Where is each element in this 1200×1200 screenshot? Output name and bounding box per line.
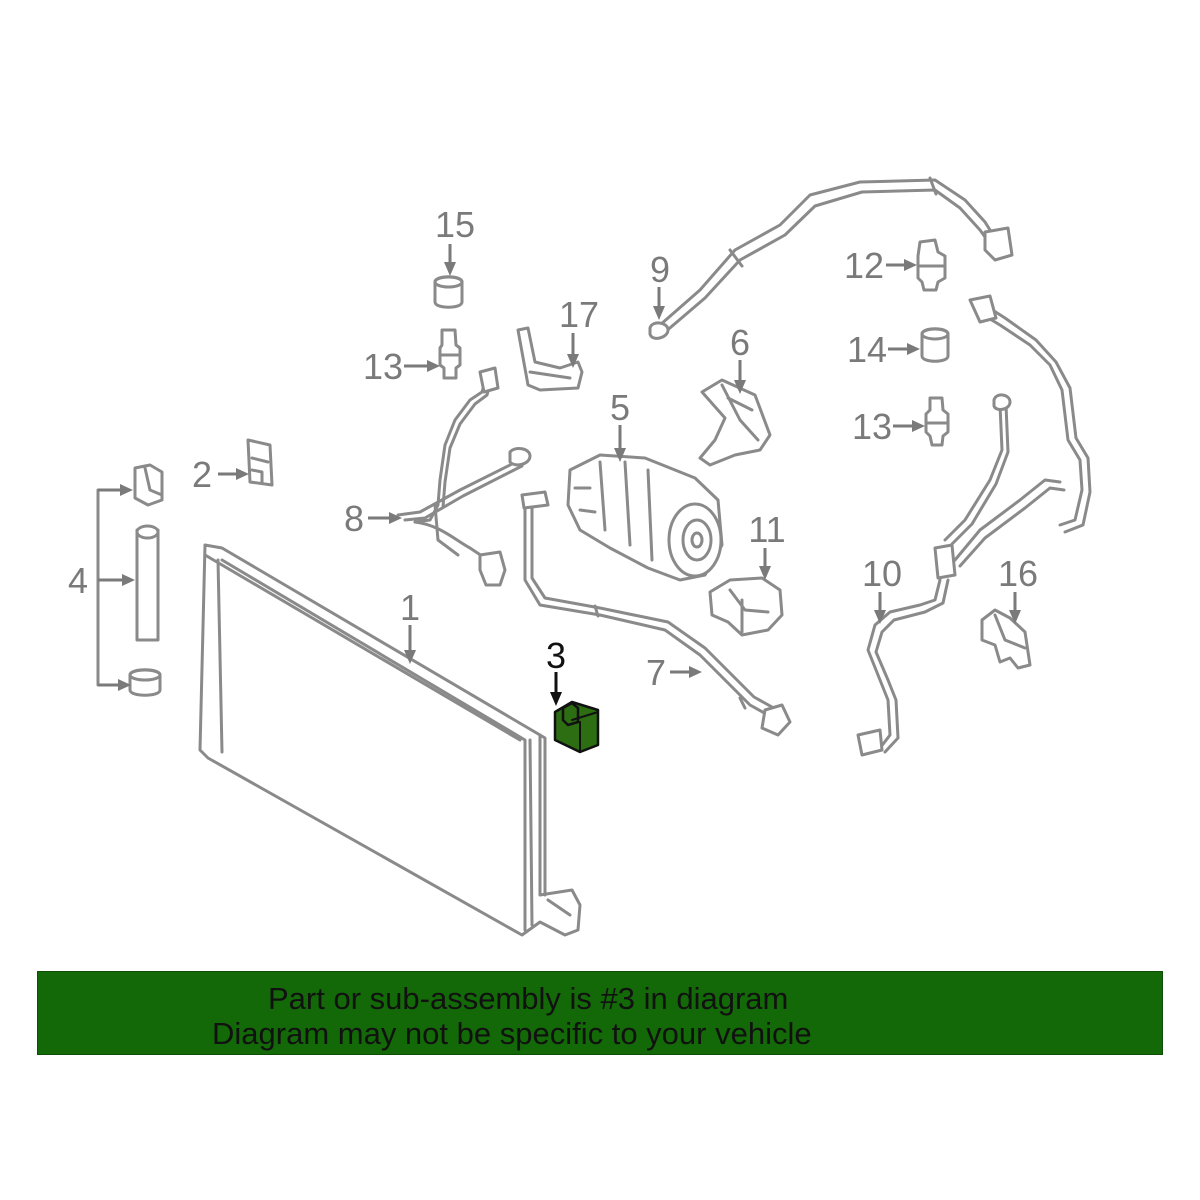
callout-1: 1 (400, 587, 420, 628)
callout-11: 11 (748, 509, 785, 550)
callout-9: 9 (650, 249, 670, 290)
highlighted-part-3 (553, 700, 600, 754)
callout-6: 6 (730, 322, 750, 363)
callout-2: 2 (192, 454, 212, 495)
callout-10: 10 (862, 553, 902, 594)
callout-13-right: 13 (852, 406, 892, 447)
condenser-part-1 (198, 543, 582, 937)
info-banner: Part or sub-assembly is #3 in diagram Di… (37, 971, 1163, 1055)
bracket-part-6 (698, 378, 772, 467)
hose-part-8 (396, 366, 532, 587)
callout-14: 14 (847, 329, 887, 370)
callout-3: 3 (546, 635, 566, 676)
hose-part-9 (648, 176, 1014, 340)
receiver-drier-part-4 (96, 463, 164, 697)
switch-part-13-upper (438, 328, 462, 380)
callout-4: 4 (68, 560, 88, 601)
switch-part-12 (916, 238, 947, 292)
bracket-part-2 (246, 438, 274, 487)
callout-13-upper: 13 (363, 346, 403, 387)
callout-7: 7 (646, 652, 666, 693)
banner-line-1: Part or sub-assembly is #3 in diagram (268, 981, 789, 1016)
cap-part-15 (433, 275, 464, 309)
hose-part-7 (520, 490, 792, 737)
callout-8: 8 (344, 498, 364, 539)
callout-12: 12 (844, 245, 884, 286)
callout-17: 17 (559, 294, 599, 335)
bracket-part-16 (980, 608, 1032, 670)
callout-16: 16 (998, 553, 1038, 594)
valve-part-11 (708, 576, 784, 637)
banner-line-2: Diagram may not be specific to your vehi… (212, 1016, 812, 1051)
callout-5: 5 (610, 387, 630, 428)
callout-15: 15 (435, 204, 475, 245)
switch-part-13-right (924, 396, 950, 447)
bracket-part-17 (516, 326, 584, 392)
compressor-part-5 (566, 453, 724, 582)
hose-part-10 (856, 294, 1092, 757)
callout-leaders (98, 244, 1021, 706)
cap-part-14 (920, 327, 950, 363)
callout-labels: 1 2 3 4 5 6 7 8 9 10 11 12 13 13 14 15 1… (68, 204, 1038, 693)
